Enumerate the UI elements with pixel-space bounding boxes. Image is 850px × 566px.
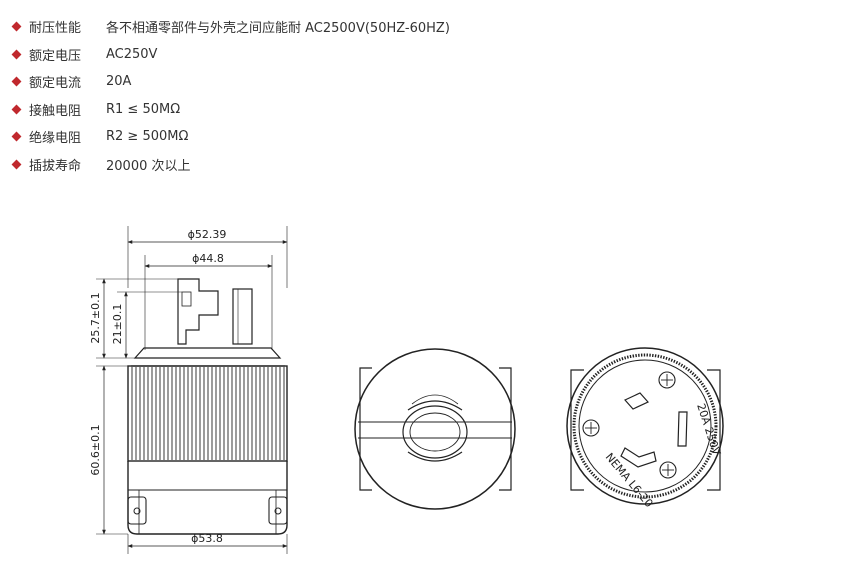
dim-overall-width <box>127 226 288 288</box>
plug-collar <box>133 347 282 359</box>
spec-value: R2 ≥ 500MΩ <box>106 129 189 145</box>
rear-view <box>354 348 516 510</box>
face-marking-nema: NEMA L6-20 <box>603 451 656 511</box>
spec-row-rated-voltage: 额定电压 AC250V <box>10 41 450 69</box>
spec-row-withstand-voltage: 耐压性能 各不相通零部件与外壳之间应能耐 AC2500V(50HZ-60HZ) <box>10 13 450 41</box>
dim-overall-width-label: ϕ52.39 <box>188 228 227 241</box>
spec-row-contact-resistance: 接触电阻 R1 ≤ 50MΩ <box>10 96 450 124</box>
face-marking-rating: 20A 250V <box>694 402 723 457</box>
spec-value: R1 ≤ 50MΩ <box>106 101 181 117</box>
dim-blade-height <box>96 278 178 359</box>
plug-base <box>127 461 288 535</box>
spec-value: AC250V <box>106 46 158 62</box>
spec-label: 额定电压 <box>29 48 82 64</box>
spec-label: 插拔寿命 <box>29 158 82 174</box>
dim-blade-inner <box>117 291 182 359</box>
front-view <box>566 347 724 505</box>
spec-row-plug-life: 插拔寿命 20000 次以上 <box>10 151 450 179</box>
dim-body-width-label: ϕ53.8 <box>191 532 223 545</box>
spec-label: 绝缘电阻 <box>29 131 82 147</box>
spec-value: 各不相通零部件与外壳之间应能耐 AC2500V(50HZ-60HZ) <box>106 21 450 37</box>
dim-blade-span-label: ϕ44.8 <box>192 252 224 265</box>
spec-label: 耐压性能 <box>29 21 82 37</box>
spec-label: 接触电阻 <box>29 103 82 119</box>
spec-row-insulation-resistance: 绝缘电阻 R2 ≥ 500MΩ <box>10 123 450 151</box>
dim-body-height <box>96 365 128 535</box>
dim-blade-height-label: 25.7±0.1 <box>89 292 102 343</box>
spec-list: 耐压性能 各不相通零部件与外壳之间应能耐 AC2500V(50HZ-60HZ) … <box>10 13 450 178</box>
dim-body-height-label: 60.6±0.1 <box>89 424 102 475</box>
side-view <box>96 226 288 554</box>
spec-value: 20A <box>106 74 132 90</box>
dim-body-width <box>127 534 288 554</box>
spec-row-rated-current: 额定电流 20A <box>10 68 450 96</box>
plug-grip <box>127 365 288 462</box>
spec-value: 20000 次以上 <box>106 158 191 174</box>
spec-label: 额定电流 <box>29 76 82 92</box>
dim-blade-span <box>144 255 273 350</box>
plug-blades <box>177 278 253 345</box>
dim-blade-inner-label: 21±0.1 <box>111 304 124 345</box>
